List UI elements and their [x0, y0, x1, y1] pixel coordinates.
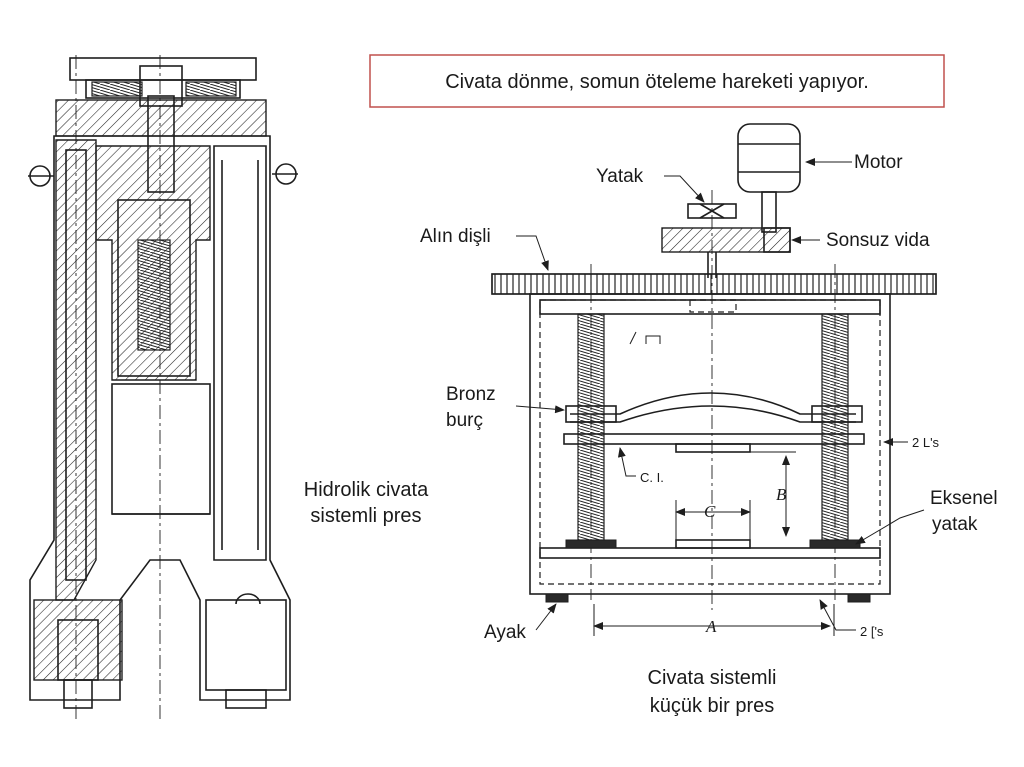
dim-label-a: A	[705, 617, 717, 636]
screw-press-drawing	[491, 123, 937, 610]
label-ayak: Ayak	[484, 622, 526, 643]
label-alin-disli: Alın dişli	[420, 226, 491, 247]
hydraulic-press-drawing	[28, 55, 298, 720]
right-caption-line1: Civata sistemli	[648, 667, 777, 689]
label-motor: Motor	[854, 152, 903, 173]
label-bronz-line1: Bronz	[446, 384, 496, 405]
label-ci: C. I.	[640, 470, 664, 485]
label-eksenel-line1: Eksenel	[930, 488, 998, 509]
dim-label-c: C	[704, 502, 716, 521]
label-eksenel-line2: yatak	[932, 514, 978, 535]
dim-label-b: B	[776, 485, 787, 504]
right-caption-line2: küçük bir pres	[650, 695, 775, 717]
dimension-lines	[593, 451, 835, 636]
label-2ls-upper: 2 L's	[912, 435, 940, 450]
header-note: Civata dönme, somun öteleme hareketi yap…	[445, 71, 869, 93]
note-box	[369, 54, 945, 108]
label-yatak: Yatak	[596, 166, 644, 187]
label-sonsuz-vida: Sonsuz vida	[826, 230, 930, 251]
label-bronz-line2: burç	[446, 410, 483, 431]
leader-lines	[515, 158, 925, 631]
label-2cs-lower: 2 ['s	[860, 624, 884, 639]
left-caption-line2: sistemli pres	[310, 505, 421, 527]
left-caption-line1: Hidrolik civata	[304, 479, 429, 501]
